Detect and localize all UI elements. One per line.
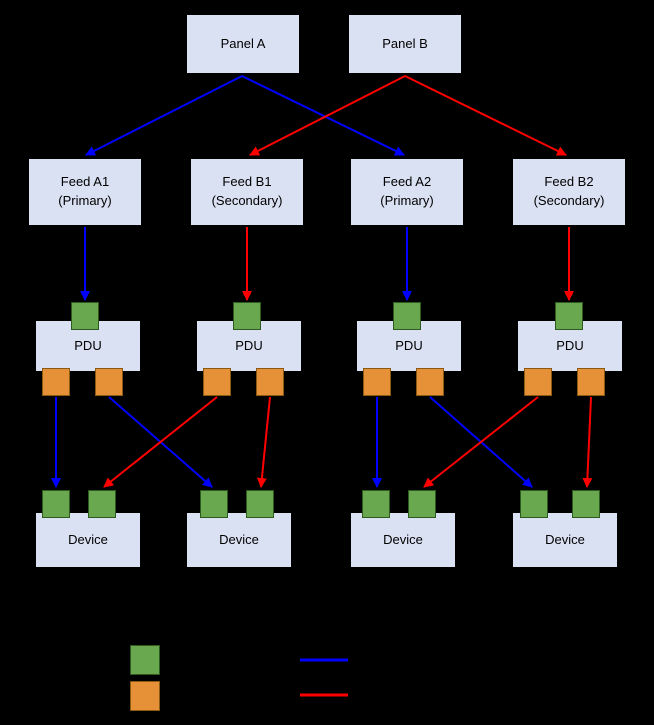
device4-input-port-1 [520, 490, 548, 518]
device1-input-port-2 [88, 490, 116, 518]
device2-node: Device [186, 512, 292, 568]
pdu3-input-port [393, 302, 421, 330]
pdu4-output-port-2 [577, 368, 605, 396]
pdu4-input-port [555, 302, 583, 330]
device3-input-port-2 [408, 490, 436, 518]
legend-output-port-swatch [130, 681, 160, 711]
pdu2-output-port-2 [256, 368, 284, 396]
device4-node: Device [512, 512, 618, 568]
device1-node: Device [35, 512, 141, 568]
panel-a-node: Panel A [186, 14, 300, 74]
pdu1-node: PDU [35, 320, 141, 372]
pdu3-output-port-2 [416, 368, 444, 396]
pdu1-output-port-2 [95, 368, 123, 396]
edge-panelB-feedB2 [404, 75, 567, 156]
pdu2-output-port-1 [203, 368, 231, 396]
feed-b2-node: Feed B2 (Secondary) [512, 158, 626, 226]
edge-panelA-feedA1 [85, 75, 243, 156]
pdu4-output-port-1 [524, 368, 552, 396]
edge-panelA-feedA2 [241, 75, 405, 156]
device4-input-port-2 [572, 490, 600, 518]
pdu1-input-port [71, 302, 99, 330]
pdu2-input-port [233, 302, 261, 330]
edge-pdu2-dev2 [256, 396, 271, 488]
feed-a2-node: Feed A2 (Primary) [350, 158, 464, 226]
panel-b-node: Panel B [348, 14, 462, 74]
device3-input-port-1 [362, 490, 390, 518]
edge-pdu4-dev3 [423, 396, 539, 488]
legend-input-port-swatch [130, 645, 160, 675]
feed-a1-node: Feed A1 (Primary) [28, 158, 142, 226]
device1-input-port-1 [42, 490, 70, 518]
pdu3-output-port-1 [363, 368, 391, 396]
edge-panelB-feedB1 [249, 75, 406, 156]
device2-input-port-1 [200, 490, 228, 518]
feed-b1-node: Feed B1 (Secondary) [190, 158, 304, 226]
device3-node: Device [350, 512, 456, 568]
pdu1-output-port-1 [42, 368, 70, 396]
device2-input-port-2 [246, 490, 274, 518]
edge-pdu2-dev1 [103, 396, 218, 488]
edge-pdu4-dev4 [582, 396, 593, 488]
